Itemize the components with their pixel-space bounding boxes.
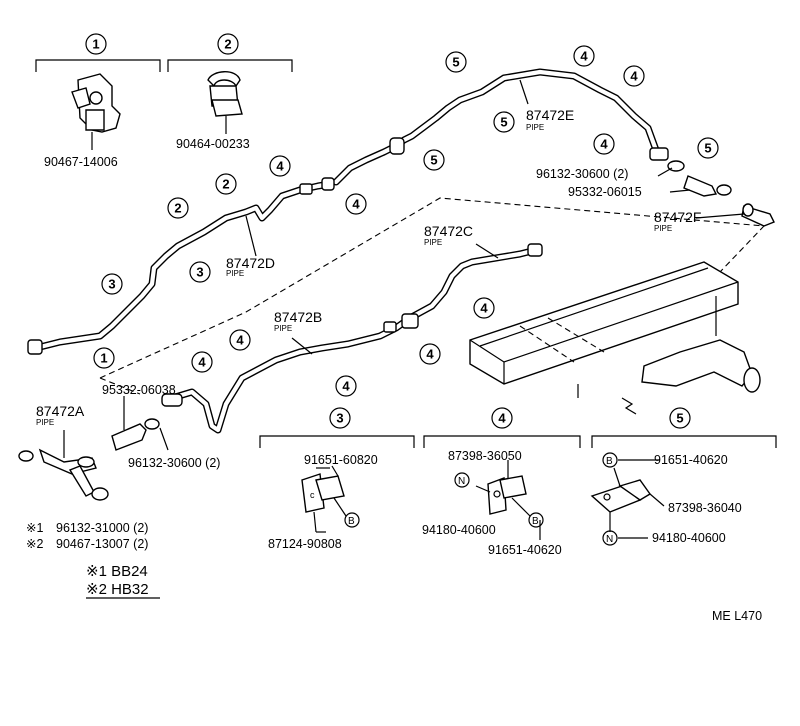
callout-4: 4 [630, 69, 638, 84]
nut-marker-4: N [458, 476, 465, 487]
clamp-part-2 [207, 71, 243, 134]
pipe-label-87472D: 87472D [226, 255, 275, 271]
group-header-3: 3 [259, 407, 415, 448]
callout-2-header: 2 [224, 37, 231, 52]
part-number-95332-06015: 95332-06015 [568, 185, 642, 199]
callout-4: 4 [352, 197, 360, 212]
callout-2: 2 [222, 177, 229, 192]
part-number-91651-60820: 91651-60820 [304, 453, 378, 467]
pipe-sub-87472D: PIPE [226, 269, 244, 278]
callout-3: 3 [108, 277, 115, 292]
pipe-sub-87472C: PIPE [424, 238, 442, 247]
note-mark-1: ※1 [26, 521, 43, 535]
note-mark-2: ※2 [26, 537, 43, 551]
callout-1: 1 [100, 351, 107, 366]
pipe-callouts: 1 3 2 3 2 4 4 5 5 5 4 4 4 5 4 4 4 4 4 [93, 45, 719, 397]
pipe-label-87472E: 87472E [526, 107, 574, 123]
diagram-code: ME L470 [712, 609, 762, 623]
callout-4-header: 4 [498, 411, 506, 426]
pipe-sub-87472F: PIPE [654, 224, 672, 233]
part-number-91651-40620-g5: 91651-40620 [654, 453, 728, 467]
part-number-95332-06038: 95332-06038 [102, 383, 176, 397]
group-header-5: 5 [591, 407, 777, 448]
legend-note-1: ※1 BB24 [86, 563, 148, 580]
callout-4: 4 [580, 49, 588, 64]
part-number-90467-13007: 90467-13007 (2) [56, 537, 148, 551]
callout-5: 5 [500, 115, 507, 130]
lower-hose-assembly [18, 418, 160, 501]
part-number-91651-40620-g4: 91651-40620 [488, 543, 562, 557]
pipe-label-87472C: 87472C [424, 223, 473, 239]
callout-5: 5 [430, 153, 437, 168]
callout-1-header: 1 [92, 37, 99, 52]
fuel-tank [469, 261, 761, 415]
pipe-label-87472F: 87472F [654, 209, 701, 225]
upper-hose-assembly [667, 160, 775, 227]
group-header-4: 4 [423, 407, 581, 448]
part-number-87398-36050: 87398-36050 [448, 449, 522, 463]
group-4-clamp: N B [454, 466, 544, 528]
bolt-marker-4: B [532, 516, 539, 527]
dashed-tank-outline [99, 197, 766, 395]
leader-lines [63, 79, 745, 540]
pipe-sub-87472A: PIPE [36, 418, 54, 427]
part-number-96132-31000: 96132-31000 (2) [56, 521, 148, 535]
pipe-label-87472A: 87472A [36, 403, 85, 419]
lower-fuel-pipe [161, 243, 543, 434]
group-3-clamp: c B [301, 465, 360, 533]
bolt-marker-5: B [606, 456, 613, 467]
bolt-marker-3: B [348, 516, 355, 527]
svg-text:c: c [310, 490, 315, 500]
part-number-94180-40600-g4: 94180-40600 [422, 523, 496, 537]
callout-4: 4 [276, 159, 284, 174]
pipe-label-87472B: 87472B [274, 309, 322, 325]
legend-note-2: ※2 HB32 [86, 581, 149, 598]
group-5-clamp: B N [590, 452, 652, 546]
callout-4: 4 [600, 137, 608, 152]
callout-4: 4 [198, 355, 206, 370]
group-header-1: 1 [35, 33, 161, 72]
upper-fuel-pipe [27, 68, 669, 355]
callout-4: 4 [342, 379, 350, 394]
part-number-87124-90808: 87124-90808 [268, 537, 342, 551]
callout-5: 5 [452, 55, 459, 70]
pipe-sub-87472B: PIPE [274, 324, 292, 333]
part-number-96132-30600-lower: 96132-30600 (2) [128, 456, 220, 470]
group-header-2: 2 [167, 33, 293, 72]
part-number-87398-36040: 87398-36040 [668, 501, 742, 515]
part-number-90464-00233: 90464-00233 [176, 137, 250, 151]
callout-3: 3 [196, 265, 203, 280]
nut-marker-5: N [606, 534, 613, 545]
clip-part-1 [71, 73, 121, 150]
pipe-sub-87472E: PIPE [526, 123, 544, 132]
part-number-94180-40600-g5: 94180-40600 [652, 531, 726, 545]
callout-3-header: 3 [336, 411, 343, 426]
callout-5-header: 5 [676, 411, 683, 426]
callout-2: 2 [174, 201, 181, 216]
callout-4: 4 [426, 347, 434, 362]
part-number-96132-30600-upper: 96132-30600 (2) [536, 167, 628, 181]
callout-4: 4 [480, 301, 488, 316]
part-number-90467-14006: 90467-14006 [44, 155, 118, 169]
callout-5: 5 [704, 141, 711, 156]
callout-4: 4 [236, 333, 244, 348]
